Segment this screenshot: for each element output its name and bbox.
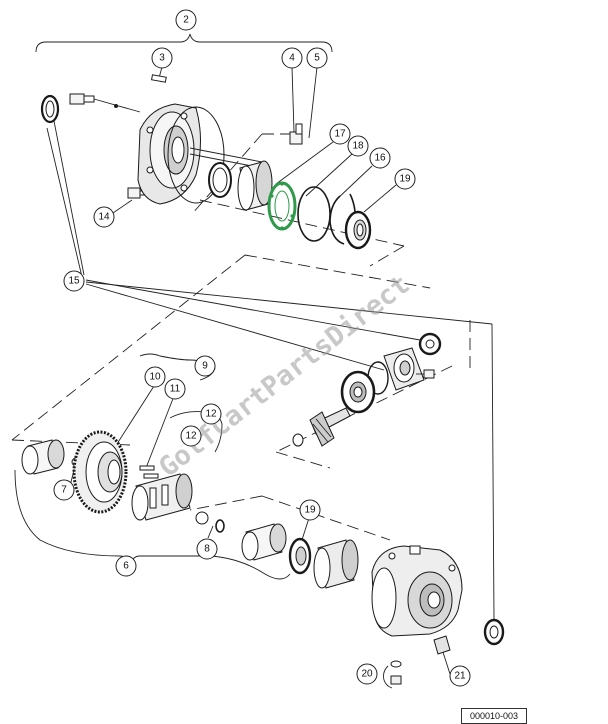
callout-14: 14 — [93, 206, 115, 228]
svg-text:7: 7 — [61, 485, 67, 496]
housing-cover — [137, 103, 201, 205]
svg-text:2: 2 — [183, 15, 189, 26]
svg-text:8: 8 — [204, 544, 210, 555]
bushing-lower — [241, 523, 287, 561]
shaft-line-upper — [189, 147, 263, 163]
svg-text:12: 12 — [205, 409, 217, 420]
clip-part — [289, 123, 303, 145]
o-ring-18 — [297, 186, 331, 242]
drain-plug — [433, 635, 451, 655]
callout-19-upper: 19 — [394, 168, 416, 190]
differential-pins — [139, 465, 159, 479]
callout-5: 5 — [306, 47, 328, 69]
screw-right — [416, 369, 435, 379]
callout-11: 11 — [164, 378, 186, 400]
svg-text:10: 10 — [149, 372, 161, 383]
assembly-dash-upper — [191, 133, 405, 267]
brace-group-2 — [35, 33, 333, 53]
svg-text:19: 19 — [399, 174, 411, 185]
svg-text:19: 19 — [304, 505, 316, 516]
bearing-sleeve-upper — [237, 160, 273, 211]
retaining-ring-8 — [215, 519, 225, 533]
sleeve-lower — [313, 539, 359, 589]
figure-number-label: 000010-003 — [461, 708, 527, 724]
ring-gear — [72, 430, 128, 514]
callout-21: 21 — [449, 665, 471, 687]
bushing-upper — [208, 162, 232, 198]
svg-text:15: 15 — [68, 276, 80, 287]
nut-washer — [390, 660, 402, 685]
callout-3: 3 — [151, 47, 173, 69]
svg-text:12: 12 — [185, 431, 197, 442]
svg-text:16: 16 — [374, 153, 386, 164]
callout-15: 15 — [63, 270, 85, 292]
spacer-washer — [195, 511, 209, 525]
seal-right-lower — [483, 618, 505, 646]
callout-12-a: 12 — [200, 403, 222, 425]
seal-left — [40, 94, 60, 124]
callout-20: 20 — [356, 663, 378, 685]
callout-6: 6 — [115, 555, 137, 577]
callout-2: 2 — [175, 9, 197, 31]
callout-8: 8 — [196, 538, 218, 560]
callout-4: 4 — [281, 47, 303, 69]
svg-text:3: 3 — [159, 53, 165, 64]
gear-case-housing — [371, 545, 463, 637]
brace-group-20 — [383, 665, 393, 689]
svg-text:4: 4 — [289, 53, 295, 64]
svg-text:21: 21 — [454, 671, 466, 682]
callout-16: 16 — [369, 147, 391, 169]
watermark-text: GolfCartPartsDirect — [153, 269, 415, 484]
bearing-upper — [344, 210, 372, 250]
gasket-highlighted — [267, 181, 297, 231]
bearing-middle — [340, 370, 376, 414]
seal-right-upper — [418, 332, 442, 356]
svg-text:9: 9 — [202, 361, 208, 372]
callout-18: 18 — [347, 135, 369, 157]
svg-text:17: 17 — [334, 129, 346, 140]
svg-text:11: 11 — [170, 384, 181, 395]
svg-text:14: 14 — [98, 212, 110, 223]
svg-text:5: 5 — [314, 53, 320, 64]
callout-7: 7 — [53, 479, 75, 501]
callout-19-lower: 19 — [299, 499, 321, 521]
differential-carrier — [131, 473, 193, 521]
callout-17: 17 — [329, 123, 351, 145]
callout-12-b: 12 — [180, 425, 202, 447]
svg-text:20: 20 — [361, 669, 373, 680]
callout-9: 9 — [194, 355, 216, 377]
callout-10: 10 — [144, 366, 166, 388]
bushing-differential-left — [21, 439, 65, 475]
svg-text:6: 6 — [123, 561, 129, 572]
bearing-lower — [288, 537, 312, 575]
assembly-dash-lower — [189, 495, 391, 541]
cable-connector — [69, 93, 141, 113]
pin-part — [151, 74, 167, 83]
svg-text:18: 18 — [352, 141, 364, 152]
pinion-shaft — [292, 407, 351, 447]
bearing-retainer-plate — [383, 347, 425, 391]
